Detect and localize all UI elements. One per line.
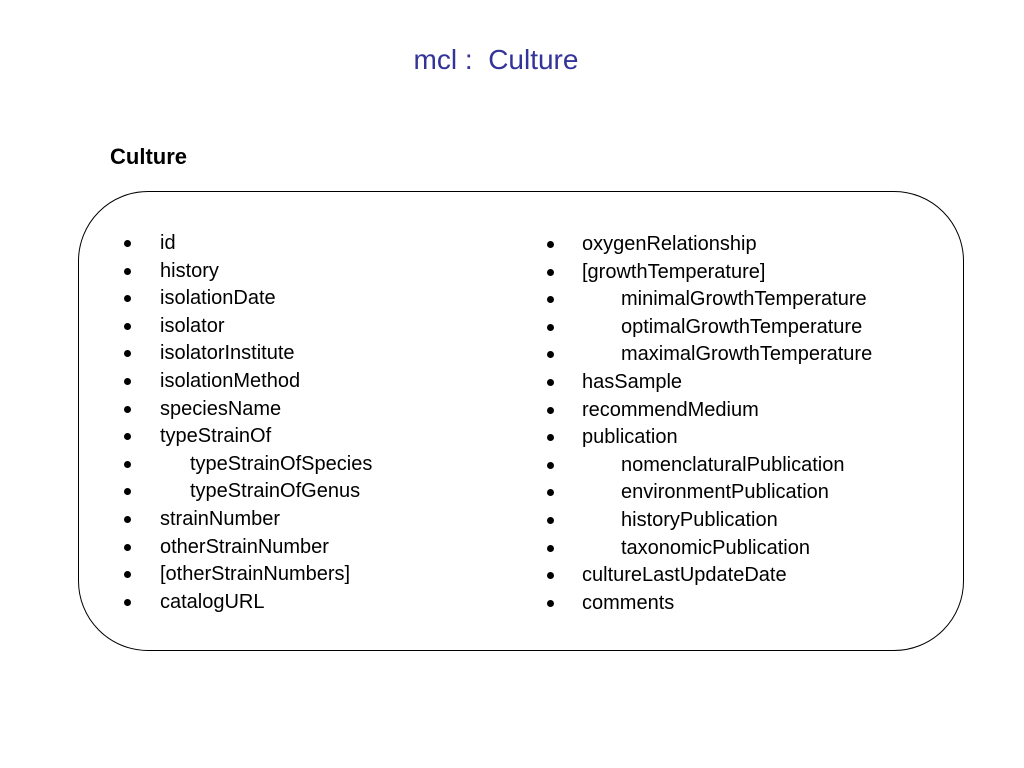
attribute-label: [growthTemperature] [582, 260, 766, 283]
attribute-label: [otherStrainNumbers] [160, 563, 351, 586]
bullet-icon [547, 268, 554, 276]
bullet-icon [124, 350, 131, 358]
attribute-label: recommendMedium [582, 398, 759, 421]
attribute-label: comments [582, 591, 675, 614]
attribute-label: typeStrainOfSpecies [190, 452, 373, 475]
bullet-icon [124, 543, 131, 551]
attribute-label: isolationDate [160, 287, 276, 310]
bullet-icon [124, 295, 131, 303]
bullet-icon [547, 351, 554, 359]
attribute-label: strainNumber [160, 507, 281, 530]
bullet-icon [547, 516, 554, 524]
attribute-label: isolationMethod [160, 369, 301, 392]
attribute-label: history [160, 259, 219, 282]
attribute-label: id [160, 232, 176, 254]
class-heading: Culture [110, 144, 187, 169]
attribute-label: nomenclaturalPublication [621, 453, 845, 476]
attribute-label: hasSample [582, 370, 683, 393]
bullet-icon [124, 515, 131, 523]
bullet-icon [124, 267, 131, 275]
bullet-icon [547, 599, 554, 607]
bullet-icon [124, 405, 131, 413]
attribute-label: taxonomicPublication [621, 536, 810, 559]
bullet-icon [124, 433, 131, 441]
bullet-icon [547, 378, 554, 386]
bullet-icon [547, 241, 554, 248]
bullet-icon [124, 598, 131, 606]
bullet-icon [547, 489, 554, 497]
bullet-icon [547, 544, 554, 552]
bullet-icon [547, 323, 554, 331]
attribute-label: maximalGrowthTemperature [621, 343, 873, 366]
bullet-icon [124, 322, 131, 330]
bullet-icon [547, 434, 554, 442]
attribute-label: cultureLastUpdateDate [582, 564, 787, 587]
bullet-icon [547, 406, 554, 414]
attribute-label: typeStrainOfGenus [190, 480, 361, 503]
bullet-icon [547, 461, 554, 469]
slide-title: mcl : Culture [413, 44, 579, 75]
attribute-label: minimalGrowthTemperature [621, 288, 867, 311]
bullet-icon [547, 296, 554, 304]
attribute-label: isolator [160, 314, 225, 337]
bullet-icon [124, 460, 131, 468]
attribute-label: optimalGrowthTemperature [621, 315, 863, 338]
attribute-label: catalogURL [160, 590, 265, 613]
attribute-label: publication [582, 426, 678, 449]
bullet-icon [124, 240, 131, 247]
bullet-icon [124, 377, 131, 385]
bullet-icon [547, 572, 554, 580]
bullet-icon [124, 488, 131, 496]
bullet-icon [124, 571, 131, 579]
attribute-label: historyPublication [621, 508, 778, 531]
attribute-label: environmentPublication [621, 481, 829, 504]
attribute-label: otherStrainNumber [160, 535, 329, 558]
attribute-label: speciesName [160, 397, 282, 420]
attribute-label: typeStrainOf [160, 425, 272, 448]
attribute-label: isolatorInstitute [160, 342, 295, 365]
attribute-box [78, 191, 964, 651]
attribute-label: oxygenRelationship [582, 233, 757, 255]
